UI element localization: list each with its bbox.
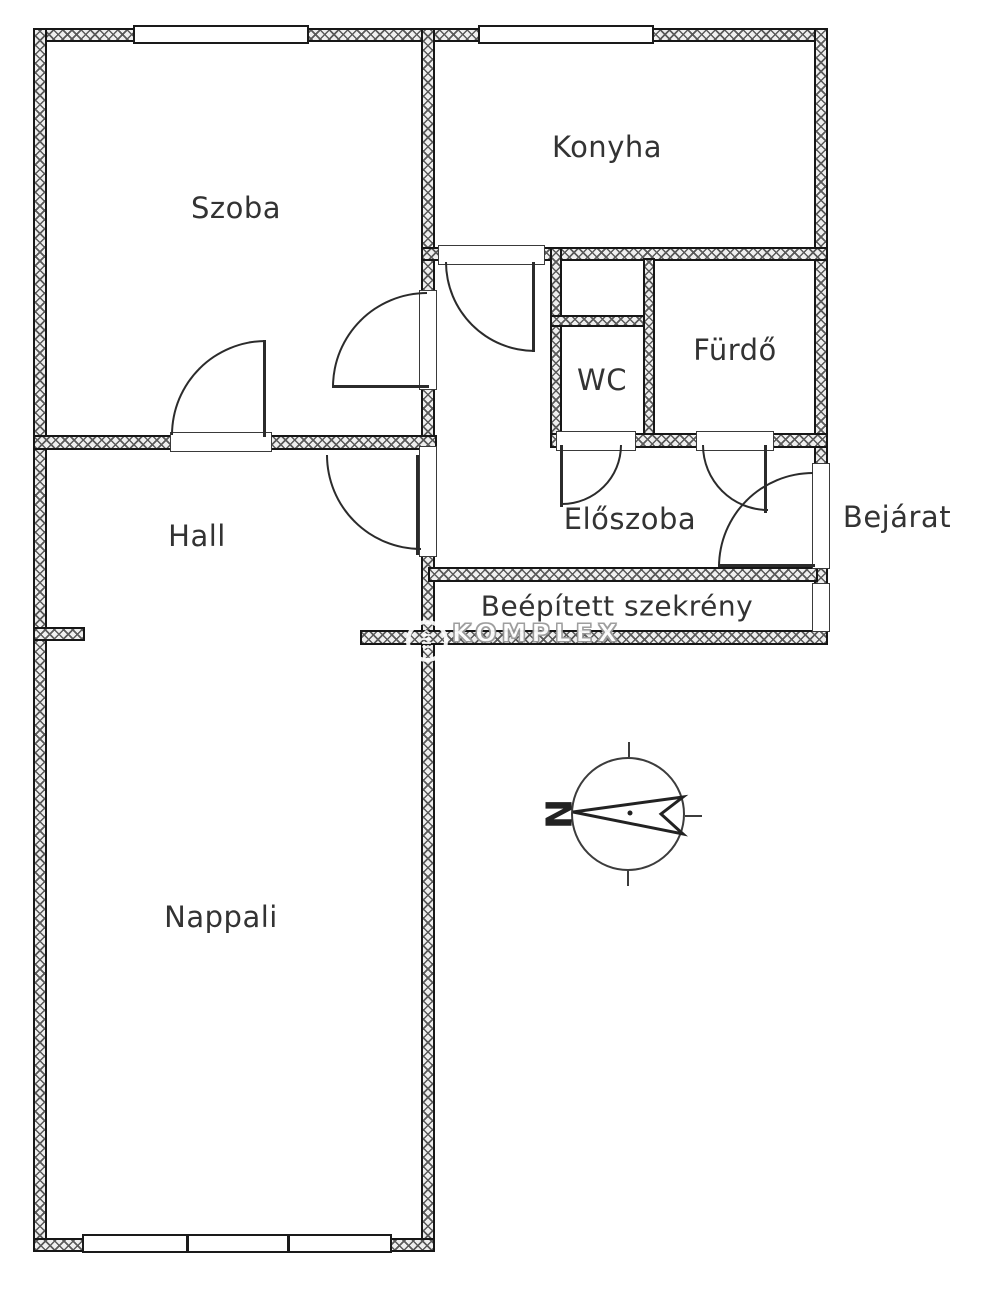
- room-label-hall: Hall: [168, 519, 226, 553]
- wall-szekreny-top: [428, 567, 818, 582]
- room-label-eloszoba: Előszoba: [563, 502, 697, 536]
- wall-eloszoba-top: [550, 433, 828, 448]
- wall-wc-left: [550, 247, 562, 445]
- door-frame-szoba-hall: [170, 432, 272, 452]
- door-arc-szoba-corridor: [332, 292, 427, 387]
- compass-tick-north: [628, 742, 630, 757]
- window-szoba: [133, 25, 309, 44]
- room-label-beepitett-szekreny: Beépített szekrény: [480, 589, 754, 623]
- window-mullion: [186, 1234, 189, 1253]
- door-frame-hall-eloszoba: [419, 446, 437, 557]
- watermark-logo-brush: [422, 630, 431, 652]
- door-leaf-hall-eloszoba: [416, 455, 419, 555]
- door-frame-entry: [812, 463, 830, 569]
- door-leaf-furdo: [764, 445, 767, 513]
- compass-tick-south: [627, 871, 629, 886]
- door-arc-konyha: [445, 262, 535, 352]
- wall-szekreny-bottom: [360, 630, 828, 645]
- wall-wc-furdo-divider: [643, 258, 655, 445]
- watermark-text: KOMPLEX: [452, 618, 622, 648]
- closet-right-opening: [812, 583, 830, 632]
- compass-tick-east: [685, 815, 702, 817]
- room-label-konyha: Konyha: [551, 130, 663, 164]
- room-label-bejarat: Bejárat: [842, 500, 952, 534]
- room-label-wc: WC: [577, 363, 627, 397]
- watermark-logo-icon: [406, 620, 448, 662]
- compass-circle: [571, 757, 685, 871]
- room-label-szoba: Szoba: [190, 191, 282, 225]
- compass-needle: [572, 794, 689, 837]
- door-leaf-wc: [560, 445, 563, 507]
- room-label-furdo: Fürdő: [693, 333, 777, 367]
- door-arc-hall-eloszoba: [326, 455, 421, 550]
- door-arc-wc: [562, 445, 622, 505]
- window-mullion: [287, 1234, 290, 1253]
- wall-konyha-bottom: [421, 247, 828, 261]
- wall-hall-stub-left: [33, 627, 85, 641]
- wall-closet-wc-divider: [550, 315, 655, 327]
- door-arc-szoba-hall: [171, 340, 266, 435]
- window-nappali: [82, 1234, 392, 1253]
- door-leaf-entry: [718, 564, 815, 567]
- door-leaf-szoba-hall: [263, 340, 266, 437]
- door-leaf-szoba-corridor: [332, 385, 429, 388]
- compass-north-label: N: [536, 798, 578, 830]
- window-konyha: [478, 25, 654, 44]
- room-label-nappali: Nappali: [164, 900, 278, 934]
- door-leaf-konyha: [532, 262, 535, 352]
